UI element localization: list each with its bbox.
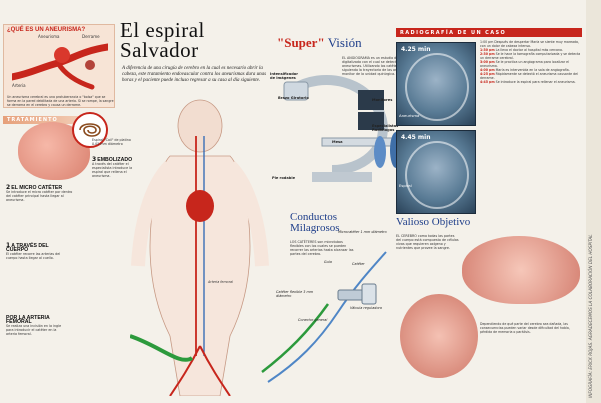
label-valvula: Válvula reguladora	[350, 306, 382, 310]
timeline-entry: 2:30 pm Se le hace la tomografía computa…	[480, 52, 581, 60]
xray-image-1: 4.25 min Aneurisma	[396, 42, 476, 126]
brain-side-illustration	[462, 236, 580, 304]
step-title: El micro catéter	[11, 185, 63, 191]
label-microcateter: Microcatéter 1 mm diámetro	[338, 230, 387, 234]
label-espiral-xray: Espiral	[399, 183, 412, 188]
aneurisma-title: ¿QUÉ ES UN ANEURISMA?	[7, 27, 86, 33]
aneurisma-illustration	[12, 43, 108, 90]
tratamiento-label: TRATAMIENTO	[7, 117, 58, 123]
step-title: A través del cuerpo	[6, 243, 49, 253]
label-conector: Conector general	[298, 318, 328, 322]
label-cateter: Catéter	[352, 262, 365, 266]
catheter-illustration	[261, 251, 387, 383]
label-guia: Guía	[324, 260, 332, 264]
label-aneurisma: Aneurisma	[38, 34, 60, 39]
side-credit: INFOGRAFÍA: ERICK ROJAS. AGRADECEMOS LA …	[588, 234, 593, 398]
aneurisma-text: Un aneurisma cerebral es una protuberanc…	[7, 95, 114, 107]
step-number: 3	[92, 156, 97, 163]
radiografia-band-label: RADIOGRAFÍA DE UN CASO	[400, 29, 507, 36]
label-monitores: Monitores	[372, 98, 393, 102]
label-mesa: Mesa	[332, 140, 343, 144]
step-arteria-femoral: Por la arteria femoral Se realiza una in…	[6, 315, 68, 336]
xray-time-2: 4.45 min	[401, 134, 431, 141]
label-arteria: Arteria	[12, 83, 26, 88]
aneurisma-panel: ¿QUÉ ES UN ANEURISMA? Aneurisma Derrame …	[3, 24, 115, 108]
xray-time-1: 4.25 min	[401, 46, 431, 53]
valioso-text-2: Dependiendo de qué parte del cerebro sea…	[480, 322, 570, 334]
step-title: Por la arteria femoral	[6, 315, 50, 325]
step-micro-cateter: 2 El micro catéter Se introduce el micro…	[6, 184, 78, 203]
step-text: A través del catéter el especialista int…	[92, 162, 133, 178]
super-vision-title: "Super" Visión	[277, 35, 362, 51]
conductos-title-line-2: Milagrosos	[290, 222, 340, 234]
coil-icon	[72, 112, 108, 148]
title-line-1: El espiral	[120, 18, 205, 42]
side-credit-strip: INFOGRAFÍA: ERICK ROJAS. AGRADECEMOS LA …	[586, 0, 601, 403]
title-line-2: Salvador	[120, 38, 199, 62]
step-embolizado: 3 Embolizado A través del catéter el esp…	[92, 156, 138, 179]
conductos-title: Conductos Milagrosos	[290, 212, 340, 234]
super-vision-title-post: Visión	[327, 35, 362, 50]
tratamiento-band: TRATAMIENTO	[3, 116, 93, 124]
skull-outline	[405, 141, 469, 209]
valioso-title: Valioso Objetivo	[396, 216, 471, 228]
step-title: Embolizado	[97, 157, 133, 163]
label-derrame: Derrame	[82, 34, 100, 39]
skull-outline	[405, 53, 469, 121]
step-text: Se introduce el micro catéter por dentro…	[6, 190, 73, 202]
main-title: El espiral Salvador	[120, 18, 278, 62]
label-aneurisma-xray: Aneurisma	[399, 113, 420, 118]
label-arteria-femoral: Arteria femoral	[208, 280, 233, 284]
brain-front-illustration	[400, 294, 478, 378]
timeline-entry: 4:45 pm Se introduce la espiral para rel…	[480, 80, 576, 84]
radiografia-timeline: 1:00 pm Después de despertar María se si…	[480, 40, 582, 84]
body-illustration	[130, 99, 269, 396]
step-number: 1	[6, 242, 11, 249]
radiografia-band: RADIOGRAFÍA DE UN CASO	[396, 28, 582, 37]
timeline-intro: 1:00 pm Después de despertar María se si…	[480, 40, 580, 48]
timeline-entry: 4:00 pm María es intervenida en la sala …	[480, 68, 570, 72]
xray-image-2: 4.45 min Espiral	[396, 130, 476, 214]
conductos-title-line-1: Conductos	[290, 211, 338, 223]
timeline-entry: 4:25 pm Rápidamente se detectó el aneuri…	[480, 72, 578, 80]
label-brazo: Brazo Giratorio	[278, 96, 309, 100]
label-pie-rodable: Pie rodable	[272, 176, 296, 180]
timeline-entry: 1:30 pm La lleva el doctor al hospital m…	[480, 48, 563, 52]
coil-label: Espiral "Coil" de platino 0.05 mm diámet…	[92, 138, 131, 146]
label-especialistas: Especialistas Radiólogos	[372, 124, 399, 132]
step-text: Se realiza una incisión en la ingle para…	[6, 324, 62, 336]
subtitle: A diferencia de una cirugía de cerebro e…	[122, 66, 267, 83]
step-a-traves: 1 A través del cuerpo El catéter recorre…	[6, 242, 68, 261]
label-intensificador: Intensificador de imágenes	[270, 72, 299, 80]
step-text: El catéter recorre las arterias del cuer…	[6, 252, 61, 260]
valioso-text: EL CEREBRO como todas las partes del cue…	[396, 234, 459, 250]
label-cateter-flexible: Catéter flexible 3 mm diámetro	[276, 290, 314, 298]
super-vision-text: EL ANGIOGRAMA es un estudio de radiograf…	[342, 56, 418, 76]
conductos-text: LOS CATÉTERES son microtubos flexibles c…	[290, 240, 354, 256]
super-vision-title-pre: "Super"	[277, 35, 325, 50]
timeline-entry: 3:00 pm Se le practica un angiograma par…	[480, 60, 570, 68]
step-number: 2	[6, 184, 11, 191]
